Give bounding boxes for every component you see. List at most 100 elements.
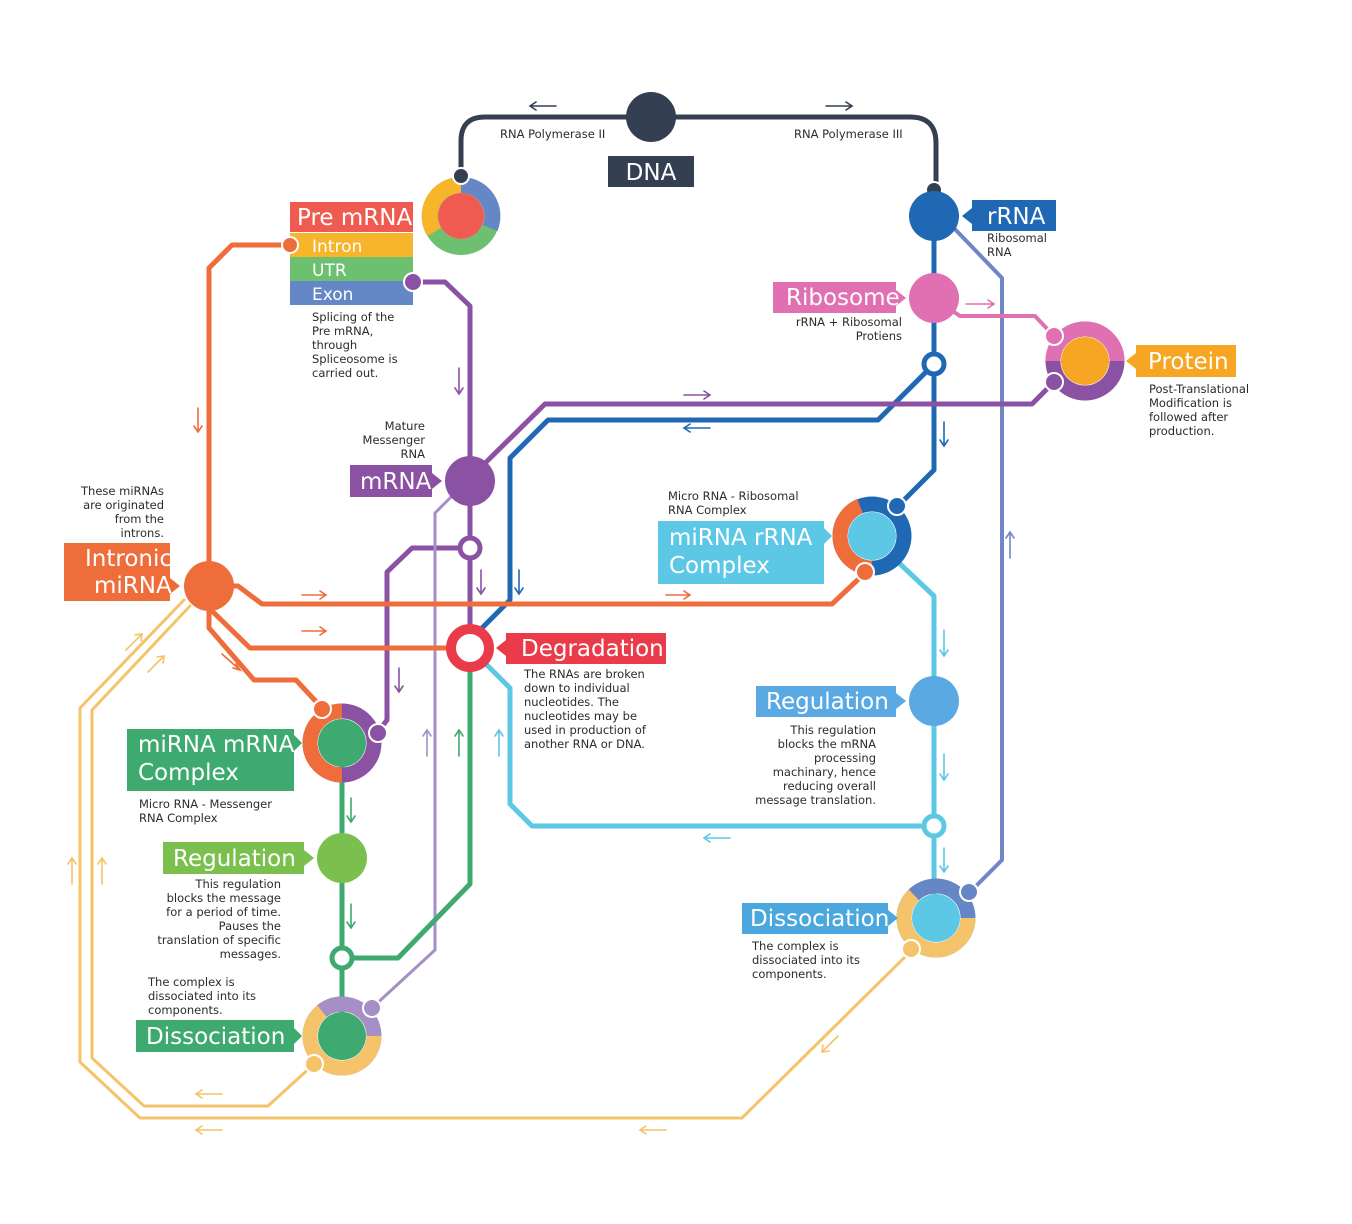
svg-text:followed after: followed after bbox=[1149, 410, 1228, 424]
ribosome-label: Ribosome bbox=[786, 285, 900, 311]
polymerase-iii-label: RNA Polymerase III bbox=[794, 127, 903, 141]
svg-text:another RNA or DNA.: another RNA or DNA. bbox=[524, 737, 645, 751]
intron-stop bbox=[281, 236, 299, 254]
regulation-blue-label-box bbox=[756, 686, 906, 717]
protein-label-box bbox=[1126, 345, 1236, 377]
regulation-green-label: Regulation bbox=[173, 846, 296, 872]
rrna-label: rRNA bbox=[987, 204, 1046, 230]
rrna-label-box bbox=[962, 200, 1056, 231]
svg-text:nucleotides may be: nucleotides may be bbox=[524, 709, 637, 723]
mirna-rrna-label-box bbox=[658, 521, 832, 584]
rrna-junction bbox=[921, 351, 947, 377]
degradation-green-line bbox=[339, 645, 473, 961]
dissociation-right-label-box bbox=[742, 903, 898, 934]
dissociation-left-node[interactable] bbox=[302, 996, 382, 1076]
svg-text:Ribosomal: Ribosomal bbox=[987, 231, 1047, 245]
intronic-mirna-label-line1: Intronic bbox=[85, 546, 172, 572]
mirna-mrna-line bbox=[206, 583, 325, 711]
svg-text:dissociated into its: dissociated into its bbox=[148, 989, 256, 1003]
svg-text:Micro RNA - Ribosomal: Micro RNA - Ribosomal bbox=[668, 489, 799, 503]
svg-text:RNA: RNA bbox=[987, 245, 1012, 259]
polymerase-ii-label: RNA Polymerase II bbox=[500, 127, 605, 141]
degradation-label: Degradation bbox=[521, 636, 664, 662]
svg-text:used in production of: used in production of bbox=[524, 723, 647, 737]
protein-label: Protein bbox=[1148, 349, 1229, 375]
svg-text:The complex is: The complex is bbox=[147, 975, 235, 989]
degradation-node[interactable] bbox=[446, 624, 494, 672]
regulation-blue-node[interactable] bbox=[909, 676, 959, 726]
utr-label: UTR bbox=[312, 261, 347, 281]
dissociation-left-label-box bbox=[136, 1020, 302, 1052]
svg-text:through: through bbox=[312, 338, 357, 352]
mrna-junction bbox=[457, 535, 483, 561]
dissociation-right-label: Dissociation bbox=[750, 906, 889, 932]
regulation-green-label-box bbox=[163, 842, 314, 874]
mrna-node[interactable] bbox=[445, 456, 495, 506]
svg-text:components.: components. bbox=[752, 967, 827, 981]
rrna-node[interactable] bbox=[909, 191, 959, 241]
svg-text:RNA Complex: RNA Complex bbox=[668, 503, 747, 517]
dissociation-right-note: The complex is dissociated into its comp… bbox=[751, 939, 860, 981]
intronic-mirna-node[interactable] bbox=[184, 561, 234, 611]
svg-text:Pre mRNA,: Pre mRNA, bbox=[312, 324, 373, 338]
svg-text:reducing overall: reducing overall bbox=[783, 779, 876, 793]
regulation-blue-note: This regulation blocks the mRNA processi… bbox=[755, 723, 876, 807]
dna-label: DNA bbox=[626, 160, 677, 186]
rrna-degradation-line bbox=[467, 361, 937, 643]
svg-text:RNA: RNA bbox=[401, 447, 426, 461]
svg-text:Spliceosome is: Spliceosome is bbox=[312, 352, 398, 366]
mirna-rrna-node[interactable] bbox=[832, 496, 912, 582]
svg-text:Pauses the: Pauses the bbox=[219, 919, 281, 933]
svg-text:The complex is: The complex is bbox=[751, 939, 839, 953]
svg-text:rRNA + Ribosomal: rRNA + Ribosomal bbox=[796, 315, 902, 329]
rrna-note: Ribosomal RNA bbox=[987, 231, 1047, 259]
intronic-mirna-label-line2: miRNA bbox=[94, 573, 172, 599]
mrna-exon-line bbox=[410, 279, 473, 481]
intron-mirna-line bbox=[206, 242, 293, 589]
protein-note: Post-Translational Modification is follo… bbox=[1149, 382, 1249, 438]
svg-text:carried out.: carried out. bbox=[312, 366, 378, 380]
svg-text:from the: from the bbox=[115, 512, 164, 526]
svg-text:introns.: introns. bbox=[121, 526, 164, 540]
intronic-mirna-note: These miRNAs are originated from the int… bbox=[80, 484, 164, 540]
mirna-mrna-node[interactable] bbox=[302, 699, 388, 783]
svg-text:processing: processing bbox=[814, 751, 876, 765]
pre-mrna-node[interactable] bbox=[421, 167, 501, 255]
svg-text:blocks the mRNA: blocks the mRNA bbox=[778, 737, 876, 751]
intron-label: Intron bbox=[312, 237, 362, 257]
dissociation-right-node[interactable] bbox=[896, 878, 979, 959]
regulation-green-node[interactable] bbox=[317, 833, 367, 883]
ribosome-node[interactable] bbox=[909, 273, 959, 323]
svg-text:down to individual: down to individual bbox=[524, 681, 630, 695]
intron-label-box bbox=[290, 233, 413, 257]
mirna-rrna-label-line1: miRNA rRNA bbox=[669, 525, 813, 551]
mirna-rrna-note: Micro RNA - Ribosomal RNA Complex bbox=[668, 489, 799, 517]
ribosome-label-box bbox=[773, 282, 906, 313]
dna-polymerase-ii-line bbox=[458, 114, 654, 180]
dna-node[interactable] bbox=[626, 92, 676, 142]
svg-text:Protiens: Protiens bbox=[856, 329, 902, 343]
svg-text:are originated: are originated bbox=[83, 498, 164, 512]
svg-text:The RNAs are broken: The RNAs are broken bbox=[523, 667, 645, 681]
svg-text:These miRNAs: These miRNAs bbox=[80, 484, 164, 498]
mirna-rrna-label-line2: Complex bbox=[669, 553, 770, 579]
exon-stop bbox=[403, 272, 423, 292]
dna-polymerase-iii-line bbox=[648, 114, 939, 195]
svg-text:messages.: messages. bbox=[220, 947, 281, 961]
regulation-blue-label: Regulation bbox=[766, 689, 889, 715]
svg-text:This regulation: This regulation bbox=[789, 723, 876, 737]
svg-text:components.: components. bbox=[148, 1003, 223, 1017]
svg-text:translation of specific: translation of specific bbox=[157, 933, 281, 947]
utr-label-box bbox=[290, 257, 413, 281]
yellow-return-line-2 bbox=[90, 604, 316, 1108]
degradation-note: The RNAs are broken down to individual n… bbox=[523, 667, 647, 751]
svg-text:nucleotides. The: nucleotides. The bbox=[524, 695, 619, 709]
dissociation-left-label: Dissociation bbox=[146, 1024, 285, 1050]
mirna-mrna-label-line1: miRNA mRNA bbox=[138, 732, 295, 758]
protein-node[interactable] bbox=[1044, 321, 1125, 401]
svg-text:blocks the message: blocks the message bbox=[167, 891, 281, 905]
svg-text:Post-Translational: Post-Translational bbox=[1149, 382, 1249, 396]
ribosome-note: rRNA + Ribosomal Protiens bbox=[796, 315, 902, 343]
intronic-mirna-label-box bbox=[64, 543, 180, 601]
